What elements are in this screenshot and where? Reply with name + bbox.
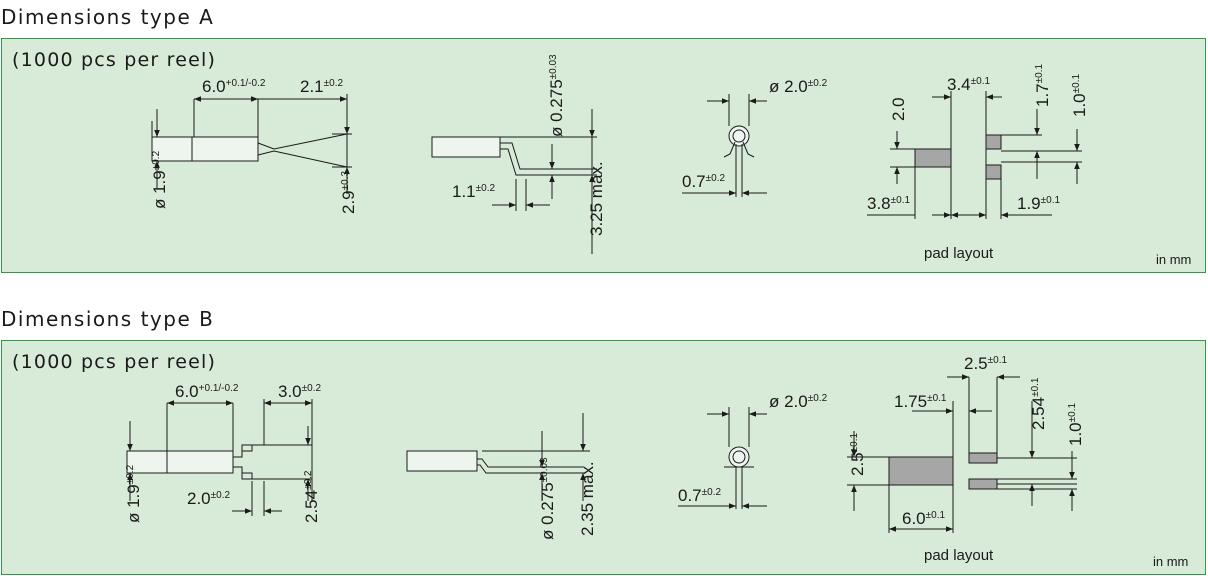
dim-wire: ø 0.275±0.03 [538, 457, 557, 540]
end-circle [728, 125, 750, 147]
dim-end-diameter: ø 2.0±0.2 [769, 392, 828, 411]
component-body-2 [431, 136, 501, 158]
side-view-bent-lead: ø 0.275±0.03 2.35 max. [406, 413, 597, 540]
pad-layout-label: pad layout [924, 245, 994, 262]
dim-pad-gap: 1.75±0.1 [894, 392, 947, 411]
side-view-component: 6.0+0.1/-0.2 2.1±0.2 ø 1.9±0.2 2.9±0.3 [150, 77, 358, 214]
dim-pitch: 0.7±0.2 [682, 172, 725, 191]
dim-lead: 2.1±0.2 [300, 77, 343, 96]
pad-right-top [968, 452, 998, 464]
end-view: ø 2.0±0.2 0.7±0.2 [682, 77, 828, 197]
drawing-type-a: 6.0+0.1/-0.2 2.1±0.2 ø 1.9±0.2 2.9±0.3 ø… [150, 54, 1191, 267]
dim-pad-y: 2.54±0.1 [1029, 377, 1048, 430]
section-title-type-a: Dimensions type A [1, 5, 215, 29]
dim-height: 3.25 max. [587, 161, 606, 236]
reel-note: (1000 pcs per reel) [12, 351, 217, 373]
dim-pad-height: 2.5±0.1 [848, 433, 867, 476]
component-body [126, 450, 234, 474]
dim-offset: 2.0±0.2 [187, 489, 230, 508]
pad-left [888, 456, 954, 486]
dim-spread: 2.9±0.3 [339, 171, 358, 214]
unit-label: in mm [1153, 554, 1188, 569]
dim-pad-small: 1.0±0.1 [1070, 74, 1089, 117]
dim-pad-small: 1.0±0.1 [1066, 403, 1085, 446]
dim-pad-width: 6.0±0.1 [902, 509, 945, 528]
pad-right-bottom [985, 164, 1002, 180]
dim-diameter: ø 1.9±0.2 [150, 150, 169, 209]
dim-height: 2.35 max. [578, 461, 597, 536]
pad-left [914, 148, 952, 168]
side-view-bent-lead: ø 0.275±0.03 1.1±0.2 3.25 max. [431, 54, 606, 254]
panel-type-b: (1000 pcs per reel) 6.0+0.1/ [1, 340, 1206, 575]
side-view-component: 6.0+0.1/-0.2 3.0±0.2 ø 1.9±0.2 2.0±0.2 2… [124, 382, 321, 523]
dim-bend: 1.1±0.2 [452, 182, 495, 201]
dim-pad-height: 2.0 [889, 97, 908, 121]
dim-pad-gap: 3.4±0.1 [947, 75, 990, 94]
drawing-type-b: 6.0+0.1/-0.2 3.0±0.2 ø 1.9±0.2 2.0±0.2 2… [124, 354, 1188, 569]
section-title-type-b: Dimensions type B [1, 307, 215, 331]
reel-note: (1000 pcs per reel) [12, 49, 217, 71]
panel-type-a: (1000 pcs per reel) 6.0+0.1/ [1, 38, 1206, 273]
component-body-2 [406, 450, 478, 472]
pad-layout: 3.4±0.1 2.0 1.7±0.1 1.0±0.1 3.8±0.1 1.9±… [867, 64, 1089, 262]
unit-label: in mm [1156, 252, 1191, 267]
pad-layout: 2.5±0.1 1.75±0.1 2.54±0.1 1.0±0.1 2.5±0.… [847, 354, 1085, 564]
end-circle [728, 446, 750, 468]
dim-pad-y: 1.7±0.1 [1033, 64, 1052, 107]
dim-spread: 2.54±0.2 [302, 470, 321, 523]
pad-right-bottom [968, 478, 998, 490]
dim-end-diameter: ø 2.0±0.2 [769, 77, 828, 96]
dim-length: 6.0+0.1/-0.2 [202, 77, 266, 96]
dim-pitch: 0.7±0.2 [678, 486, 721, 505]
dim-diameter: ø 1.9±0.2 [124, 464, 143, 523]
dim-length: 6.0+0.1/-0.2 [175, 382, 239, 401]
dim-wire: ø 0.275±0.03 [547, 54, 566, 137]
pad-layout-label: pad layout [924, 547, 994, 564]
pad-right-top [985, 134, 1002, 150]
dim-pad-width: 3.8±0.1 [867, 194, 910, 213]
end-view: ø 2.0±0.2 0.7±0.2 [678, 392, 828, 509]
dim-pad-top: 2.5±0.1 [964, 354, 1007, 373]
dim-lead: 3.0±0.2 [278, 382, 321, 401]
dim-pad-small-width: 1.9±0.1 [1017, 194, 1060, 213]
component-body [151, 136, 259, 162]
